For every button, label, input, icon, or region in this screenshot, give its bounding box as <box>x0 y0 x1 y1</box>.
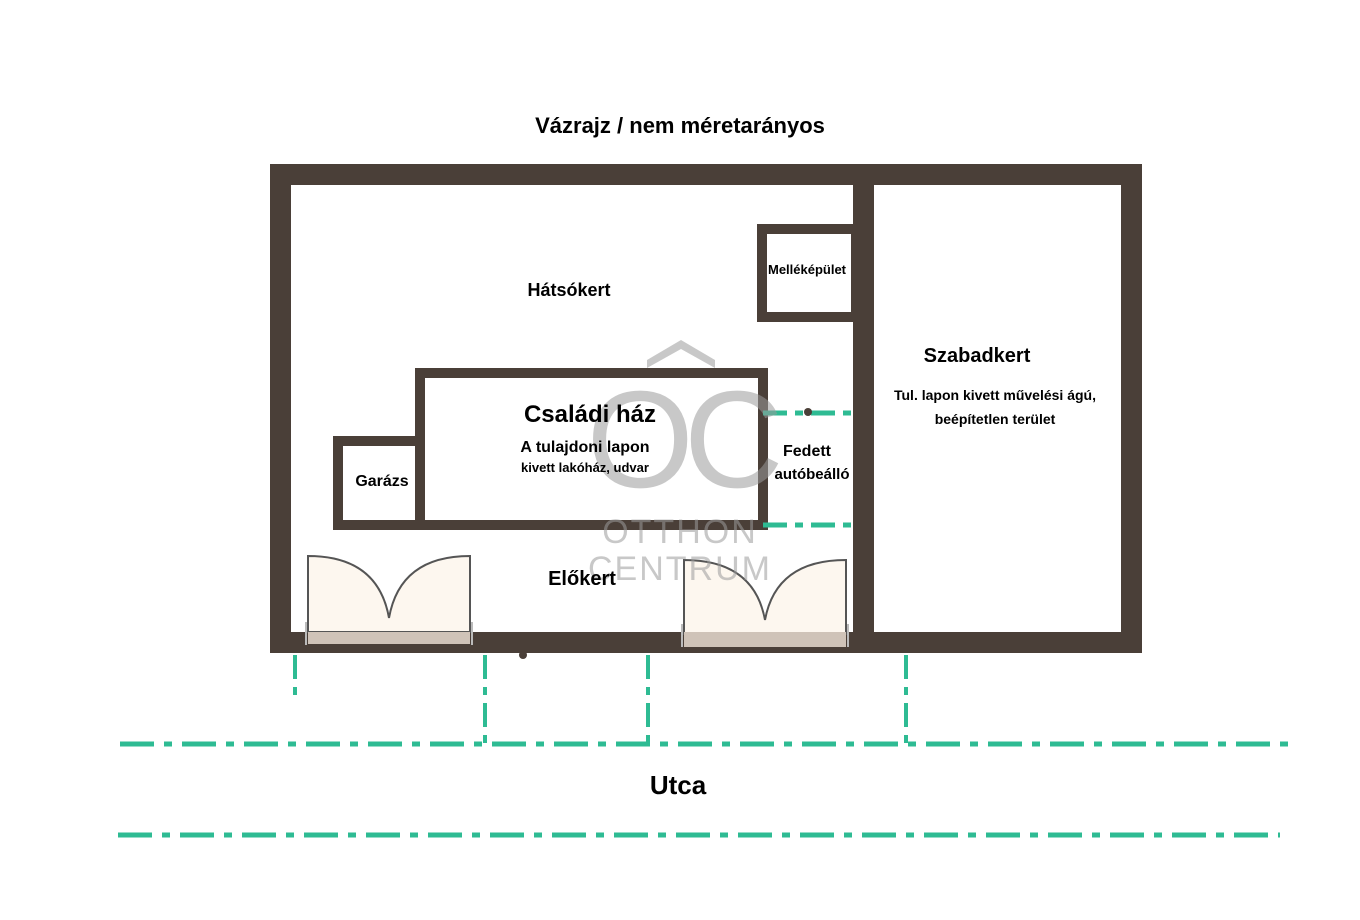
free-garden-desc-2: beépítetlen terület <box>935 411 1056 427</box>
garage <box>333 436 425 530</box>
watermark-line1: OTTHON <box>602 513 758 551</box>
carport-outline <box>763 410 853 528</box>
watermark-line2: CENTRUM <box>588 550 772 588</box>
house <box>415 368 768 530</box>
outbuilding <box>757 224 861 322</box>
backyard-label: Hátsókert <box>527 280 610 300</box>
free-garden-desc-1: Tul. lapon kivett művelési ágú, <box>894 387 1096 403</box>
boundary-marker <box>519 651 527 659</box>
carport-label-1: Fedett <box>783 443 832 460</box>
gate-left <box>305 554 473 645</box>
carport-marker <box>804 408 812 416</box>
house-desc-2: kivett lakóház, udvar <box>521 460 649 475</box>
watermark-logo: OC <box>587 363 779 517</box>
street-label: Utca <box>650 770 707 800</box>
free-garden-title: Szabadkert <box>924 345 1031 367</box>
gate-right <box>681 558 849 647</box>
sketch-title: Vázrajz / nem méretarányos <box>535 113 825 138</box>
otthon-centrum-watermark: OC OTTHON CENTRUM <box>587 340 789 588</box>
carport-label-2: autóbeálló <box>774 466 849 483</box>
street-edges <box>118 741 1295 838</box>
garage-label: Garázs <box>355 473 408 490</box>
access-lines <box>293 655 908 744</box>
watermark-roof <box>647 340 715 368</box>
house-desc-1: A tulajdoni lapon <box>520 439 649 456</box>
house-title: Családi ház <box>524 401 656 428</box>
front-yard-label: Előkert <box>548 568 616 590</box>
outbuilding-label: Melléképület <box>768 262 847 277</box>
